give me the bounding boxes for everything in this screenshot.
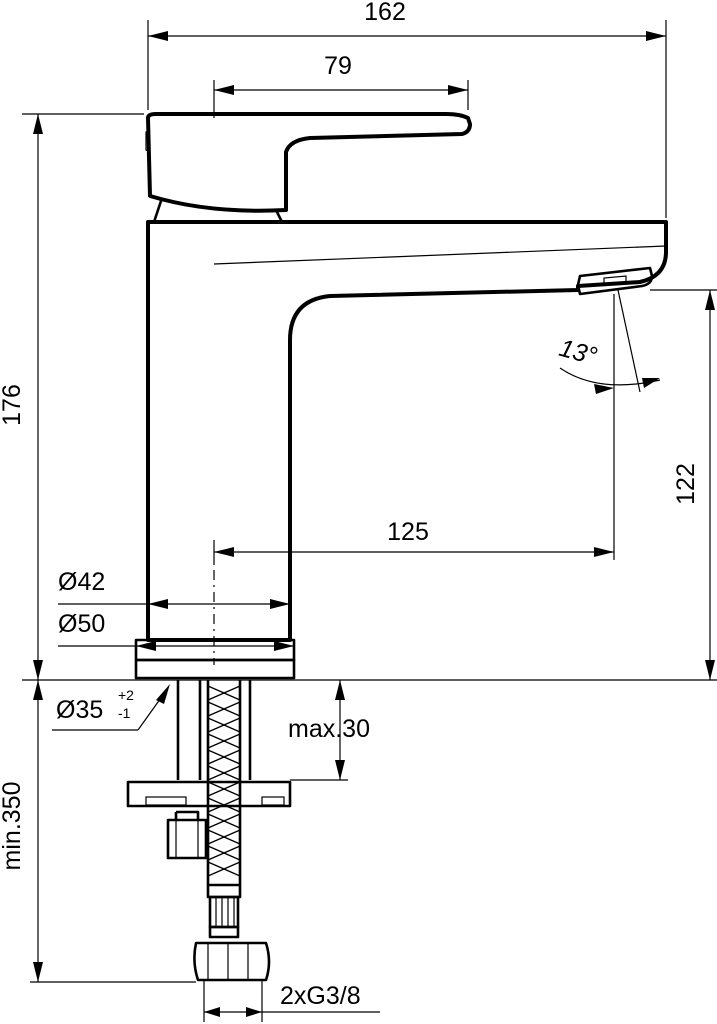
dim-spout-reach: [213, 294, 615, 565]
dim-hose-length: [30, 680, 196, 983]
dim-spray-angle: [559, 289, 661, 394]
dim-hole-tol-upper: +2: [118, 687, 134, 703]
dim-overall-height: [22, 113, 144, 680]
dim-lever-reach-label: 79: [324, 52, 352, 80]
dim-hole-diameter-label: Ø35: [56, 696, 103, 724]
mounting-bracket: [126, 780, 292, 808]
dim-spout-reach-label: 125: [387, 518, 429, 546]
dim-overall-width: [147, 20, 667, 218]
base-plate: [134, 638, 296, 680]
dim-lever-reach: [213, 80, 469, 118]
dim-body-diameter: [58, 599, 290, 609]
dim-base-diameter: [58, 641, 294, 651]
dim-spout-height-label: 122: [672, 463, 700, 505]
dim-deck-thickness: [290, 680, 348, 781]
hose-ferrule: [206, 883, 242, 939]
dim-overall-height-label: 176: [0, 384, 26, 426]
dim-connection-label: 2xG3/8: [280, 982, 361, 1010]
dim-connection: [203, 980, 380, 1022]
dim-spout-height: [650, 289, 717, 680]
hex-nut: [166, 810, 208, 860]
lever-handle: [145, 112, 472, 223]
mounting-stud: [176, 680, 252, 780]
faucet-body: [146, 220, 668, 642]
dim-body-diameter-label: Ø42: [58, 568, 105, 596]
dim-hole-tol-lower: -1: [118, 705, 131, 721]
dim-deck-thickness-label: max.30: [288, 715, 370, 743]
dim-base-diameter-label: Ø50: [58, 610, 105, 638]
dim-spray-angle-label: 13°: [556, 334, 600, 371]
dim-overall-width-label: 162: [364, 0, 406, 26]
dim-hose-length-label: min.350: [0, 782, 26, 871]
dim-hole-diameter: [52, 684, 170, 731]
connection-nut: [193, 941, 271, 982]
